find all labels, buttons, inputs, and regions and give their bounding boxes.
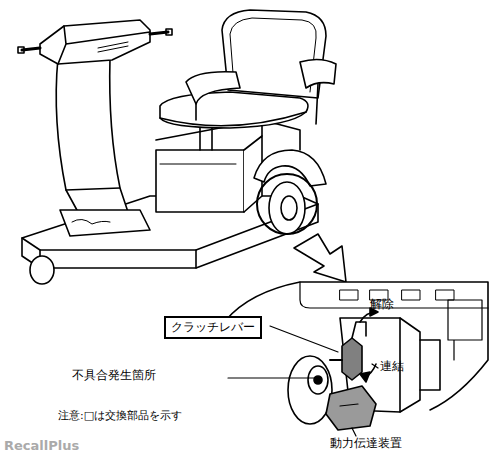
lever-pivot xyxy=(330,359,342,361)
part-name-label: 動力伝達装置 xyxy=(330,437,402,451)
logo-mark xyxy=(72,219,110,224)
armrest-left xyxy=(186,72,240,104)
console-panel xyxy=(98,42,128,52)
rear-fender xyxy=(254,150,326,186)
leader-line xyxy=(270,326,338,352)
motor-bracket xyxy=(448,300,482,360)
seat-edge xyxy=(160,112,306,126)
seat-cushion xyxy=(160,92,308,128)
housing-rim xyxy=(300,282,488,308)
clutch-lever xyxy=(342,338,362,380)
deck-side xyxy=(40,250,196,268)
box-lid xyxy=(160,164,236,165)
front-wheel xyxy=(30,256,54,284)
backrest-seam xyxy=(230,18,316,92)
axle xyxy=(314,376,322,384)
state-label: 連結 xyxy=(380,360,404,374)
battery-box xyxy=(156,150,244,212)
watermark: RecallPlus xyxy=(4,439,79,454)
housing-vent xyxy=(340,290,454,300)
grip-end xyxy=(18,29,172,53)
part-name-box: クラッチレバー xyxy=(164,316,262,339)
zoom-arrow xyxy=(294,234,346,282)
lever-grip xyxy=(352,322,366,338)
armrest-post xyxy=(196,84,318,124)
leader-line xyxy=(228,377,316,378)
tiller-base xyxy=(60,188,150,236)
leader-line xyxy=(372,364,378,368)
detail-circle xyxy=(257,174,317,234)
rear-wheel xyxy=(269,182,305,234)
wheel-hub xyxy=(281,196,297,220)
part-name: クラッチレバー xyxy=(171,319,255,336)
arrow-head xyxy=(360,372,370,382)
state-label: 解除 xyxy=(370,298,394,312)
note-text: 注意:□は交換部品を示す xyxy=(58,410,182,423)
inset-hub xyxy=(308,366,328,394)
tiller-console xyxy=(40,20,150,64)
drive-frame-edge xyxy=(400,318,440,412)
power-transmission-unit xyxy=(326,386,376,430)
console-edge xyxy=(58,26,150,64)
handle-grip xyxy=(22,32,168,50)
fault-location-label: 不具合発生箇所 xyxy=(72,369,156,383)
leader-line xyxy=(352,428,356,436)
unit-mark xyxy=(340,404,358,406)
